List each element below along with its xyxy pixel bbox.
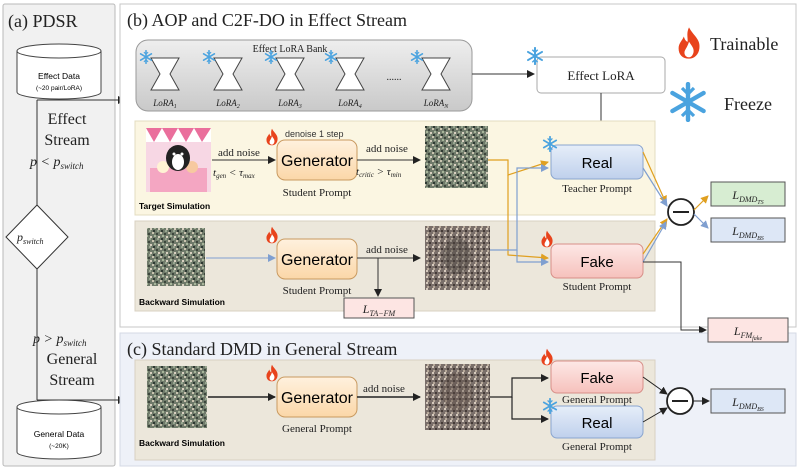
fake-student-prompt: Student Prompt <box>563 281 632 293</box>
arrow-fake-c-to-minus <box>642 376 668 395</box>
target-image-shop <box>146 128 211 192</box>
lora-ellipsis: ...... <box>387 72 402 83</box>
effect-lora-label: Effect LoRA <box>567 68 635 83</box>
panel-b-title: (b) AOP and C2F-DO in Effect Stream <box>127 10 407 31</box>
lora-4-label: LoRA4 <box>337 98 362 110</box>
arrow-noisy-to-real-c <box>511 397 549 423</box>
effect-data-label: Effect Data <box>38 71 80 81</box>
effect-lora-box: Effect LoRA <box>526 47 666 94</box>
lora-item-1: LoRA1 <box>139 50 180 110</box>
arrow-minus-to-dmd-ts <box>693 195 709 211</box>
target-add-noise-1: add noise <box>218 147 260 159</box>
lora-3-label: LoRA3 <box>277 98 302 110</box>
lora-1-label: LoRA1 <box>152 98 177 110</box>
loss-fm-fake: LFMfake <box>707 317 789 343</box>
backward-simulation-label-c: Backward Simulation <box>139 438 225 448</box>
effect-stream-line2: Stream <box>44 132 90 149</box>
legend: Trainable Freeze <box>672 27 778 120</box>
arrow-noisy-backward-to-real <box>490 164 549 251</box>
minus-operator-c <box>666 387 694 415</box>
fake-student-label: Fake <box>580 254 613 271</box>
lora-item-2: LoRA2 <box>202 50 243 110</box>
noise-input-b <box>147 228 205 286</box>
effect-stream-line1: Effect <box>48 111 87 128</box>
real-box-teacher: Real <box>542 136 644 180</box>
generator-target: Generator <box>266 128 358 181</box>
panel-c-title: (c) Standard DMD in General Stream <box>127 339 397 360</box>
arrow-noisy-backward-to-fake <box>516 250 549 266</box>
real-teacher-label: Real <box>582 155 613 172</box>
switch-decision-label: pswitch <box>16 230 43 246</box>
legend-freeze: Freeze <box>724 94 772 114</box>
real-general-label: Real <box>582 415 613 432</box>
loss-dmd-bs: LDMDBS <box>710 217 786 243</box>
loss-ta-fm-box <box>343 297 415 319</box>
arrow-minus-to-dmd-bs <box>693 213 709 229</box>
t-critic-condition: tcritic > τmin <box>356 166 402 179</box>
general-add-noise: add noise <box>363 383 405 395</box>
panel-a-pdsr: (a) PDSR Effect Data (~20 pair/LoRA) Eff… <box>2 3 126 467</box>
arrow-noisy-to-fake-c <box>490 374 549 398</box>
arrow-real-c-to-minus <box>642 407 668 423</box>
loss-dmd-bs-general: LDMDBS <box>710 388 786 414</box>
lora-item-4: LoRA4 <box>324 50 365 110</box>
arrow-noisy-target-to-fake <box>507 175 549 262</box>
target-student-prompt: Student Prompt <box>283 187 352 199</box>
loss-dmd-ts: LDMDTS <box>710 181 786 207</box>
svg-text:LFMfake: LFMfake <box>733 324 763 342</box>
noisy-latent-backward <box>425 226 490 290</box>
general-prompt: General Prompt <box>282 423 352 435</box>
generator-backward: Generator <box>266 226 358 280</box>
loss-ta-fm-label: LTA−FM <box>362 302 397 318</box>
denoise-label: denoise 1 step <box>285 129 344 139</box>
arrow-fake-to-minus-blue <box>642 221 667 263</box>
general-stream-line1: General <box>47 351 98 368</box>
target-add-noise-2: add noise <box>366 143 408 155</box>
general-data-cylinder: General Data (~20K) <box>16 399 102 460</box>
real-box-general: Real <box>542 398 644 439</box>
effect-data-cylinder: Effect Data (~20 pair/LoRA) <box>16 43 102 100</box>
lora-n-label: LoRAN <box>423 98 450 110</box>
target-simulation-bg <box>134 120 656 216</box>
fake-box-general: Fake <box>541 348 644 394</box>
svg-text:LDMDBS: LDMDBS <box>731 395 764 413</box>
real-general-prompt: General Prompt <box>562 441 632 453</box>
generator-general: Generator <box>266 364 358 418</box>
lora-2-label: LoRA2 <box>215 98 240 110</box>
arrow-real-to-minus-yellow <box>642 151 667 204</box>
backward-student-prompt: Student Prompt <box>283 285 352 297</box>
noisy-latent-target <box>425 126 488 188</box>
noisy-latent-general <box>425 364 490 430</box>
generator-backward-label: Generator <box>281 252 354 269</box>
legend-trainable: Trainable <box>710 34 778 54</box>
noise-input-c <box>147 366 207 428</box>
lora-item-n: LoRAN <box>410 50 451 110</box>
target-simulation-label: Target Simulation <box>139 201 210 211</box>
general-data-sub: (~20K) <box>49 443 69 450</box>
fake-general-prompt: General Prompt <box>562 394 632 406</box>
minus-operator-b <box>667 198 695 226</box>
general-data-label: General Data <box>34 429 85 439</box>
fake-general-label: Fake <box>580 370 613 387</box>
backward-add-noise: add noise <box>366 244 408 256</box>
arrow-fake-to-fm-loss <box>643 261 707 334</box>
effect-data-sub: (~20 pair/LoRA) <box>36 85 82 92</box>
teacher-prompt: Teacher Prompt <box>562 183 632 195</box>
arrow-real-to-minus-blue <box>642 167 668 207</box>
general-stream-line2: Stream <box>49 372 95 389</box>
panel-a-title: (a) PDSR <box>8 11 78 32</box>
lora-bank-title: Effect LoRA Bank <box>253 44 328 55</box>
t-gen-condition: tgen < τmax <box>213 167 256 180</box>
effect-lora-bank: Effect LoRA Bank LoRA1 LoRA2 LoRA3 LoRA4… <box>135 39 473 112</box>
svg-text:LDMDBS: LDMDBS <box>731 224 764 242</box>
condition-gt: p > pswitch <box>32 332 87 348</box>
generator-target-label: Generator <box>281 153 354 170</box>
lora-item-3: LoRA3 <box>264 50 305 110</box>
generator-general-label: Generator <box>281 390 354 407</box>
svg-text:LDMDTS: LDMDTS <box>731 188 763 206</box>
backward-simulation-label-b: Backward Simulation <box>139 297 225 307</box>
